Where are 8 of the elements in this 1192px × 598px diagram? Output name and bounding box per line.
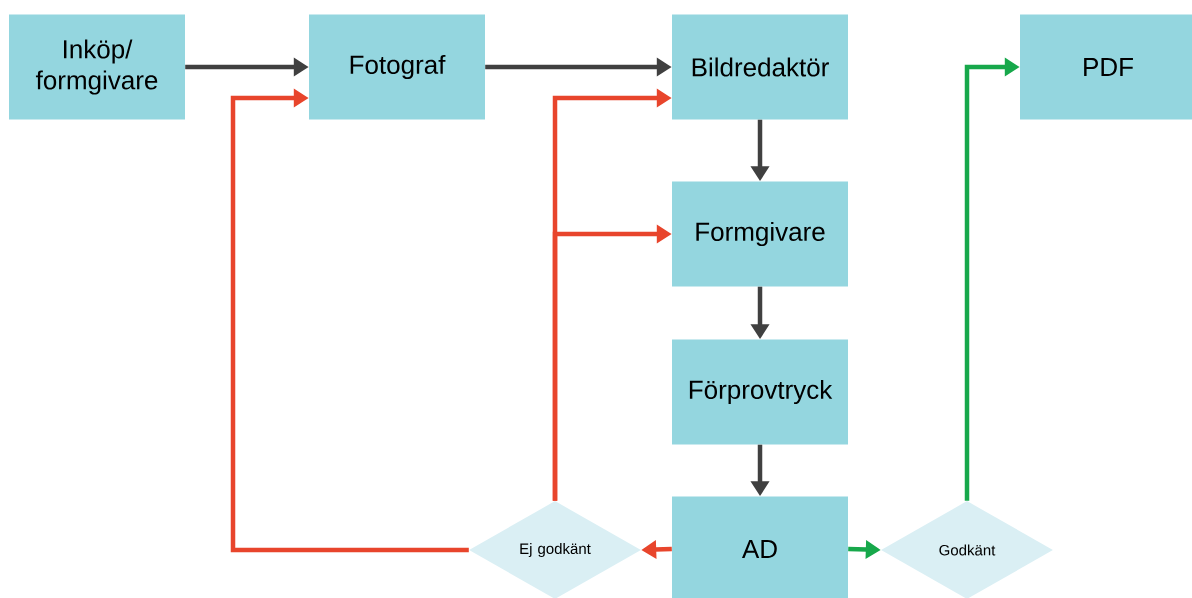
process-box: Formgivare (672, 181, 848, 287)
arrow (230, 88, 469, 553)
process-box: Inköp/ formgivare (9, 14, 185, 120)
process-box: Fotograf (309, 14, 485, 120)
process-box: AD (672, 496, 848, 598)
process-box: Bildredaktör (672, 14, 848, 120)
process-box: Förprovtryck (672, 339, 848, 445)
process-box: PDF (1020, 14, 1192, 120)
